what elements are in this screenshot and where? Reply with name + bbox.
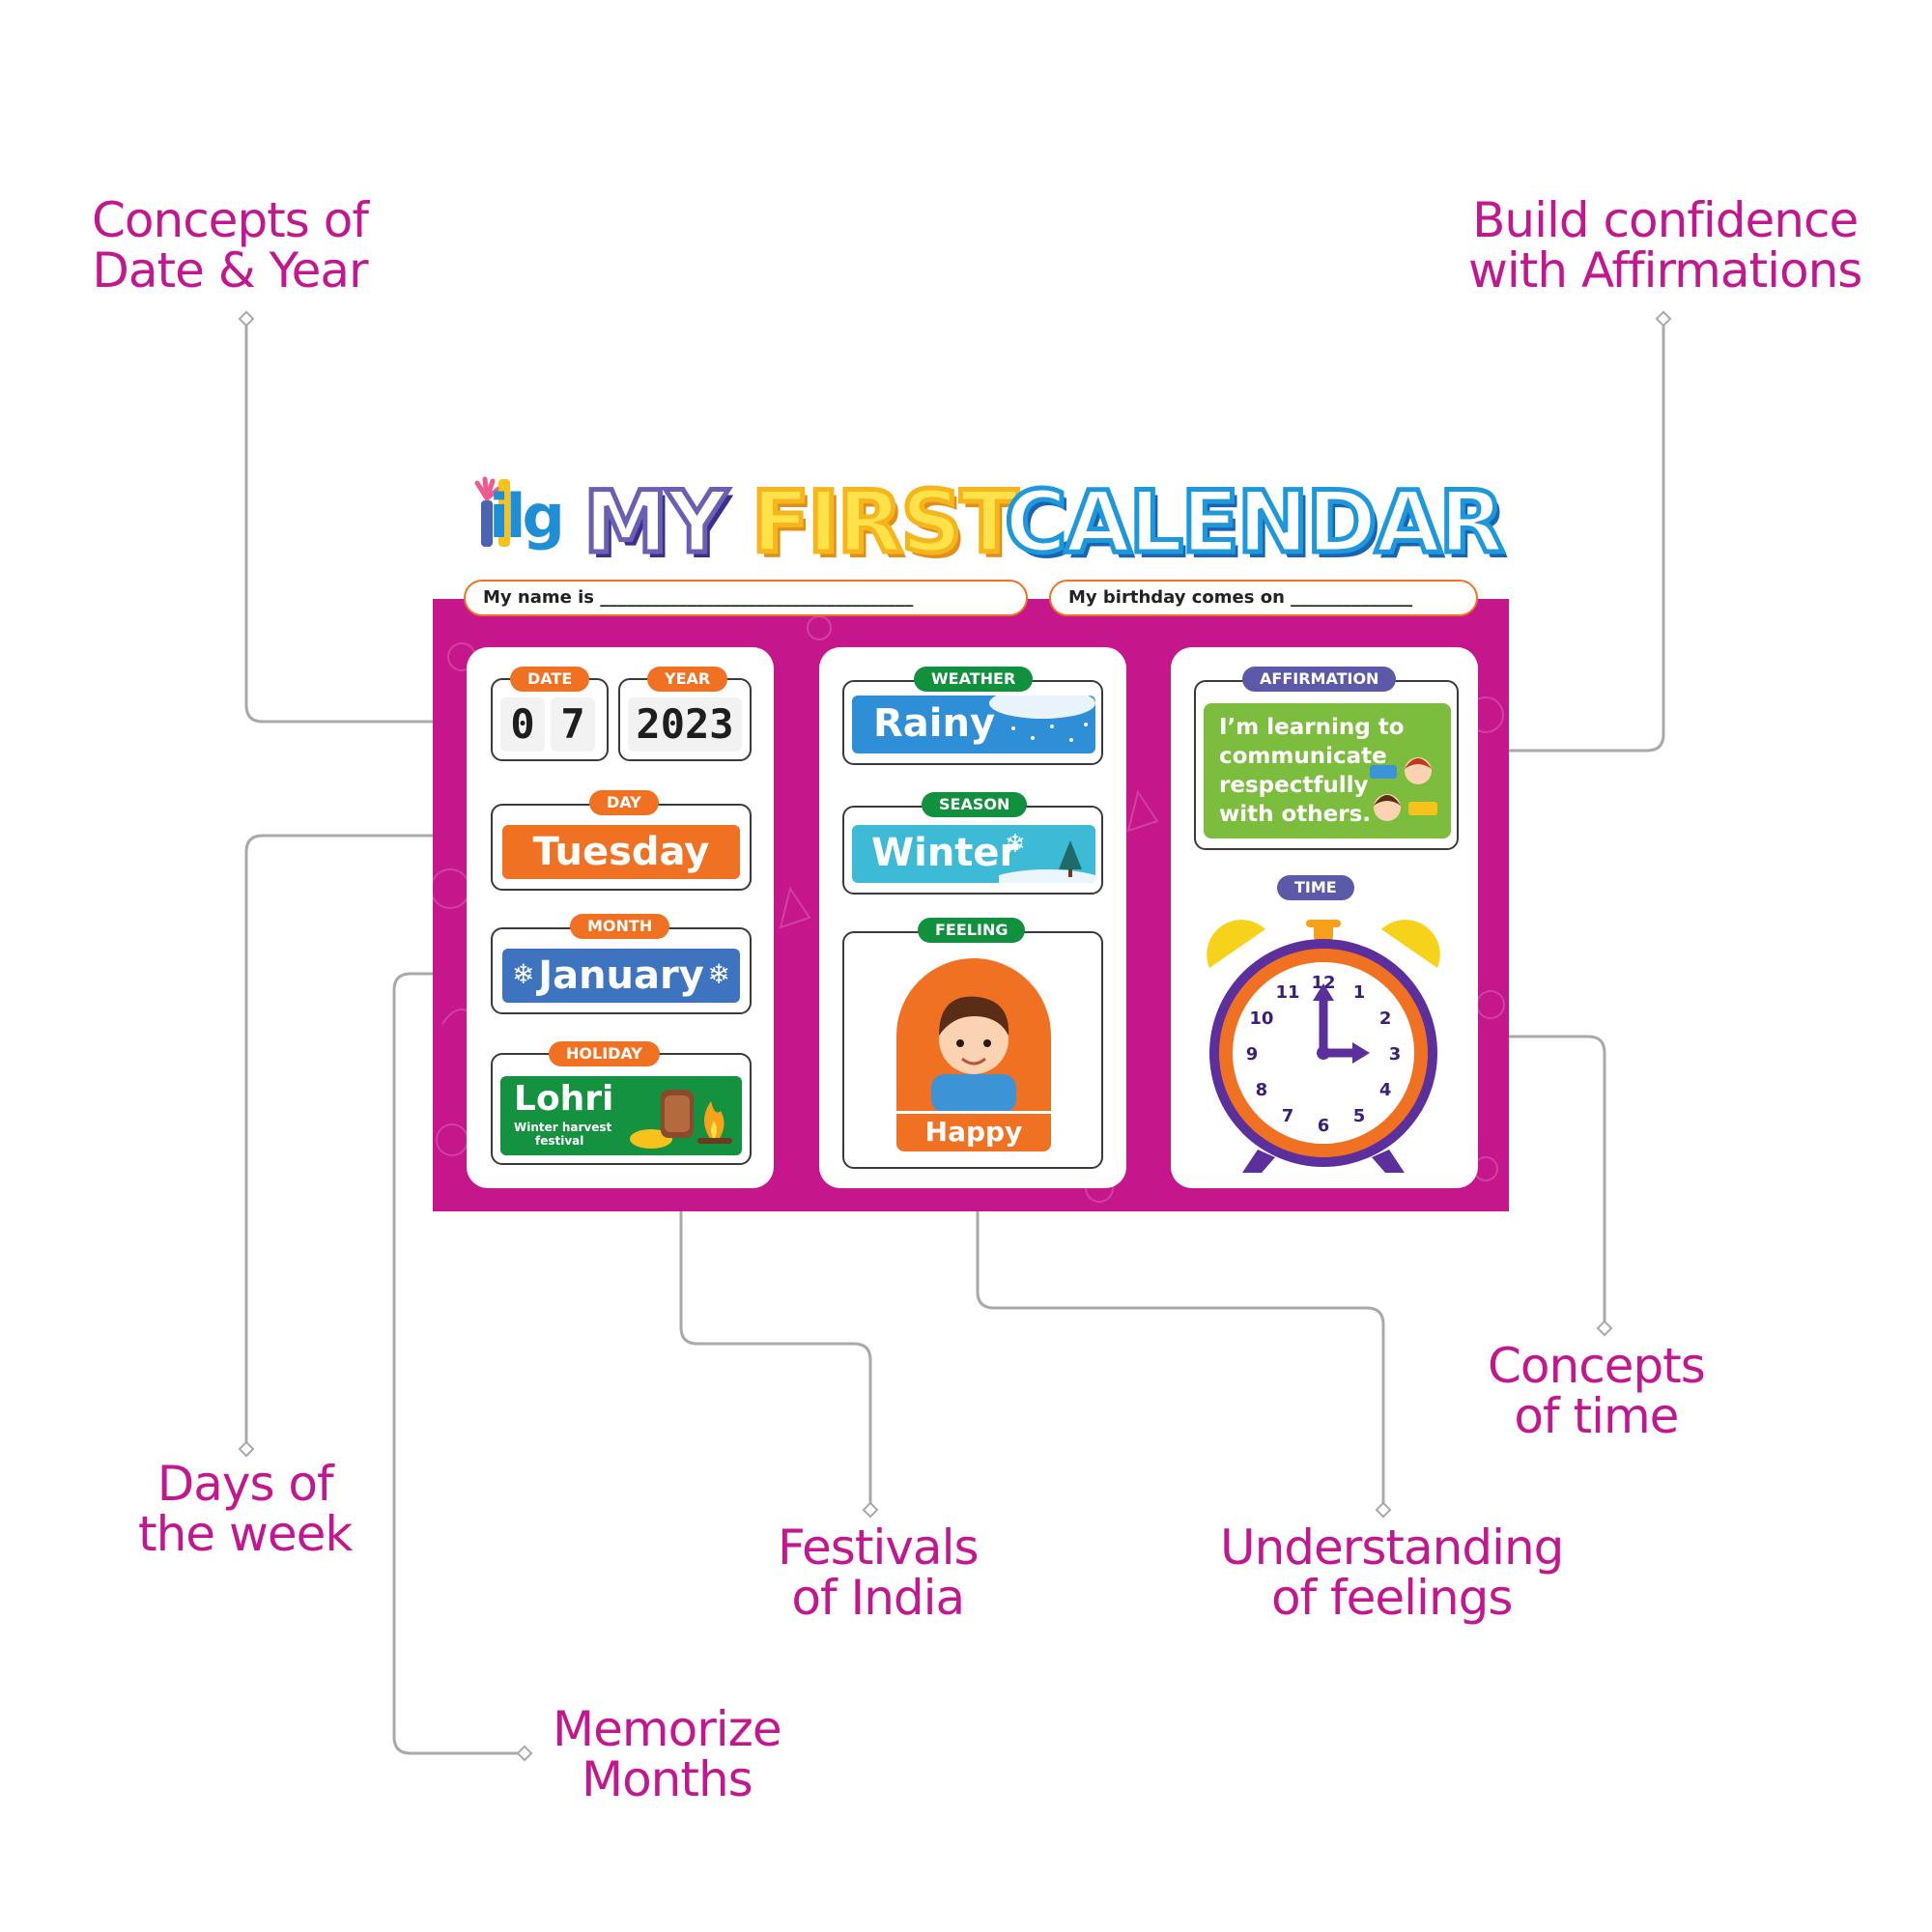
- callout-date-year: Concepts of Date & Year: [92, 192, 369, 298]
- feeling-tag: FEELING: [918, 918, 1026, 943]
- day-tag: DAY: [589, 790, 659, 815]
- callout-time: Concepts of time: [1488, 1338, 1706, 1444]
- year-tag: YEAR: [647, 667, 728, 692]
- weather-card: Rainy: [842, 680, 1103, 765]
- hand-icon: [474, 476, 510, 547]
- season-card: Winter ❄: [842, 806, 1103, 895]
- snowflake-icon-left: ❄: [512, 958, 535, 990]
- clock-hands[interactable]: [1313, 983, 1370, 1064]
- affirmation-text: I’m learning to communicate respectfully…: [1219, 715, 1405, 827]
- connector-holiday: [679, 1173, 872, 1510]
- feeling-value: Happy: [924, 1116, 1023, 1148]
- callout-affirmations: Build confidence with Affirmations: [1468, 192, 1862, 298]
- callout-festivals: Festivals of India: [778, 1520, 980, 1626]
- month-tag: MONTH: [570, 914, 670, 939]
- holiday-tag: HOLIDAY: [549, 1041, 660, 1066]
- winter-tree-icon: ❄: [999, 830, 1095, 883]
- holiday-desc-2: festival: [535, 1134, 584, 1148]
- snowflake-icon-right: ❄: [707, 958, 730, 990]
- clock-number: 3: [1389, 1044, 1402, 1065]
- clock-number: 6: [1318, 1116, 1330, 1136]
- rain-cloud-icon: [989, 696, 1095, 742]
- weather-tag: WEATHER: [914, 667, 1034, 692]
- date-digit-2: 7: [551, 697, 595, 752]
- clock-number: 7: [1282, 1106, 1294, 1126]
- logo-text: ilg: [489, 481, 565, 552]
- affirmation-card: I’m learning to communicate respectfully…: [1194, 680, 1459, 850]
- clock-number: 2: [1379, 1009, 1392, 1029]
- happy-boy-icon: [931, 996, 1016, 1113]
- feeling-frame: Happy: [896, 958, 1051, 1151]
- season-value: Winter: [871, 831, 1019, 875]
- clock-feet: [1242, 1150, 1405, 1173]
- holiday-banner: Lohri Winter harvest festival: [500, 1076, 742, 1155]
- date-tag: DATE: [510, 667, 590, 692]
- callout-feelings: Understanding of feelings: [1220, 1520, 1564, 1626]
- date-digit-1: 0: [500, 697, 545, 752]
- month-card: ❄ January ❄: [491, 927, 752, 1014]
- connector-time: [1464, 1035, 1606, 1328]
- holiday-card: Lohri Winter harvest festival: [491, 1053, 752, 1165]
- season-tag: SEASON: [922, 792, 1028, 817]
- connector-month: [392, 972, 525, 1755]
- birthday-field[interactable]: My birthday comes on ______________: [1049, 580, 1478, 616]
- clock-number: 1: [1353, 982, 1366, 1003]
- clock-number: 5: [1353, 1106, 1366, 1126]
- date-card: 0 7: [491, 678, 609, 761]
- day-value: Tuesday: [502, 825, 740, 879]
- connector-affirmation: [1464, 319, 1665, 753]
- clock-number: 8: [1256, 1080, 1268, 1100]
- season-banner: Winter ❄: [852, 825, 1095, 883]
- callout-months: Memorize Months: [553, 1701, 782, 1807]
- clock-number: 4: [1379, 1080, 1392, 1100]
- affirmation-banner: I’m learning to communicate respectfully…: [1204, 703, 1451, 838]
- month-banner: ❄ January ❄: [502, 949, 740, 1003]
- holiday-desc-1: Winter harvest: [514, 1121, 612, 1134]
- clock-minute-hand-tip: [1313, 983, 1334, 1001]
- title-my: MY: [581, 472, 729, 572]
- clock-hour-hand-tip: [1352, 1042, 1370, 1064]
- clock-center-pin: [1317, 1046, 1330, 1060]
- weather-value: Rainy: [873, 701, 996, 746]
- title-first: FIRST: [749, 472, 1020, 572]
- holiday-name: Lohri: [514, 1079, 614, 1119]
- clock-number: 12: [1311, 973, 1335, 993]
- connector-date-year: [244, 319, 483, 724]
- feeling-divider: [896, 1111, 1051, 1114]
- brand-logo: ilg: [469, 471, 565, 558]
- name-field[interactable]: My name is _____________________________…: [464, 580, 1028, 616]
- clock-number: 10: [1249, 1009, 1273, 1029]
- title-calendar: CALENDAR: [1002, 472, 1506, 572]
- bonfire-drum-icon: [630, 1090, 732, 1149]
- connector-feeling: [976, 1173, 1385, 1510]
- callout-days: Days of the week: [138, 1456, 353, 1562]
- clock-bells: [1207, 920, 1440, 968]
- day-card: Tuesday: [491, 804, 752, 891]
- svg-text:❄: ❄: [1005, 830, 1026, 859]
- year-value: 2023: [628, 697, 742, 752]
- clock-number: 9: [1246, 1044, 1259, 1065]
- affirmation-tag: AFFIRMATION: [1242, 667, 1397, 692]
- connector-day: [244, 834, 483, 1449]
- feeling-card: Happy: [842, 931, 1103, 1169]
- time-tag: TIME: [1277, 875, 1354, 900]
- chatting-kids-icon: [1370, 757, 1437, 821]
- weather-banner: Rainy: [852, 696, 1095, 753]
- month-value: January: [538, 953, 704, 998]
- clock-number: 11: [1275, 982, 1299, 1003]
